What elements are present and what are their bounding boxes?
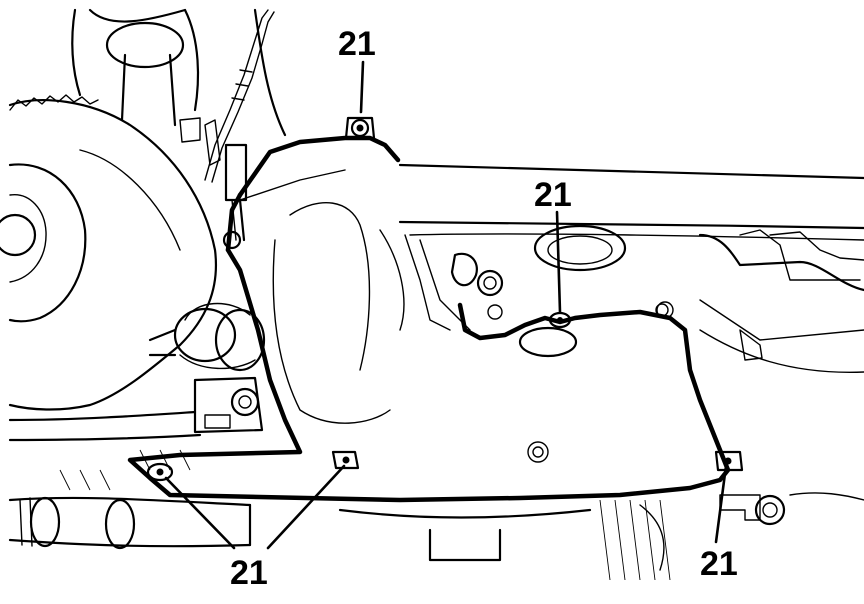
leader-lines (164, 60, 728, 550)
leader-bottom-left-a (164, 476, 236, 550)
bolt-bottom-right (714, 450, 744, 472)
wheel-hub (0, 94, 217, 411)
cv-boot (148, 302, 266, 372)
callout-label-top: 21 (338, 25, 376, 63)
leader-middle (555, 210, 562, 314)
shading-hatch (59, 449, 671, 581)
background-line-art (0, 8, 864, 581)
leader-bottom-right (714, 464, 728, 544)
leader-top (359, 60, 365, 114)
bolt-bottom-left-b (331, 450, 360, 470)
exhaust-pipe (8, 492, 864, 571)
callout-label-middle: 21 (534, 176, 572, 214)
strut-assembly (71, 8, 287, 143)
control-arm (8, 376, 264, 442)
bolt-top (344, 116, 376, 140)
fasteners (146, 116, 744, 482)
decorative-nuts (527, 303, 669, 463)
brake-line-bundle (204, 9, 275, 250)
callout-labels: 21 21 21 21 (230, 25, 738, 592)
callout-label-bottom-right: 21 (700, 545, 738, 583)
leader-bottom-left-b (266, 464, 346, 550)
floor-panel-lines (398, 163, 864, 373)
callout-label-bottom-left: 21 (230, 554, 268, 592)
shield-inner-contours (239, 169, 451, 424)
bolt-bottom-left-a (146, 462, 174, 482)
shield-outline (127, 135, 731, 503)
under-cover-shield (127, 135, 731, 503)
